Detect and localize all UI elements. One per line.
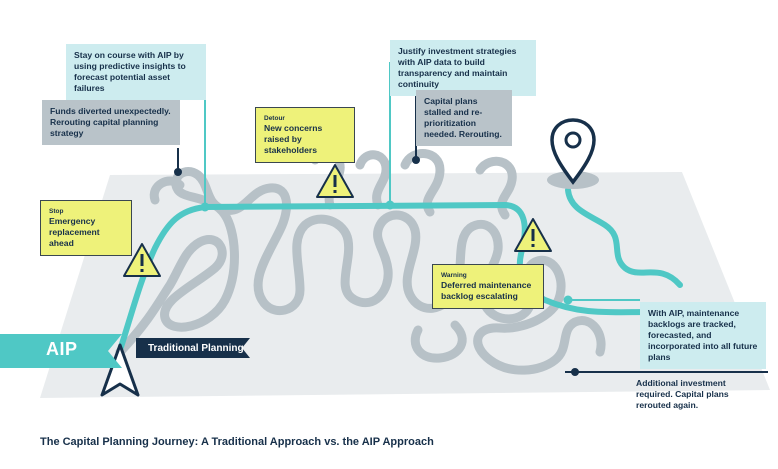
callout-stop: Stop Emergency replacement ahead (40, 200, 132, 256)
callout-stop-label: Stop (49, 208, 64, 215)
callout-warning-label: Warning (441, 272, 467, 279)
callout-additional-investment: Additional investment required. Capital … (636, 378, 729, 410)
callout-detour: Detour New concerns raised by stakeholde… (255, 107, 355, 163)
legend-aip: AIP (46, 339, 78, 359)
callout-backlogs-tracked: With AIP, maintenance backlogs are track… (640, 302, 766, 369)
legend-traditional: Traditional Planning (148, 343, 244, 354)
callout-warning: Warning Deferred maintenance backlog esc… (432, 264, 544, 309)
callout-funds-diverted: Funds diverted unexpectedly. Rerouting c… (42, 100, 180, 145)
callout-detour-text: New concerns raised by stakeholders (264, 123, 323, 155)
warning-icon (123, 243, 161, 277)
callout-justify: Justify investment strategies with AIP d… (390, 40, 536, 96)
callout-stay-on-course: Stay on course with AIP by using predict… (66, 44, 206, 100)
callout-detour-label: Detour (264, 115, 285, 122)
callout-capital-stalled: Capital plans stalled and re-prioritizat… (416, 90, 512, 146)
warning-icon (316, 164, 354, 198)
callout-stop-text: Emergency replacement ahead (49, 216, 100, 248)
traditional-flag-shape (136, 338, 250, 358)
location-pin-icon (547, 118, 599, 189)
navigation-arrow-icon (100, 343, 140, 397)
diagram-caption: The Capital Planning Journey: A Traditio… (40, 436, 434, 448)
warning-icon (514, 218, 552, 252)
callout-warning-text: Deferred maintenance backlog escalating (441, 280, 532, 301)
aip-flag-shape (0, 334, 122, 368)
